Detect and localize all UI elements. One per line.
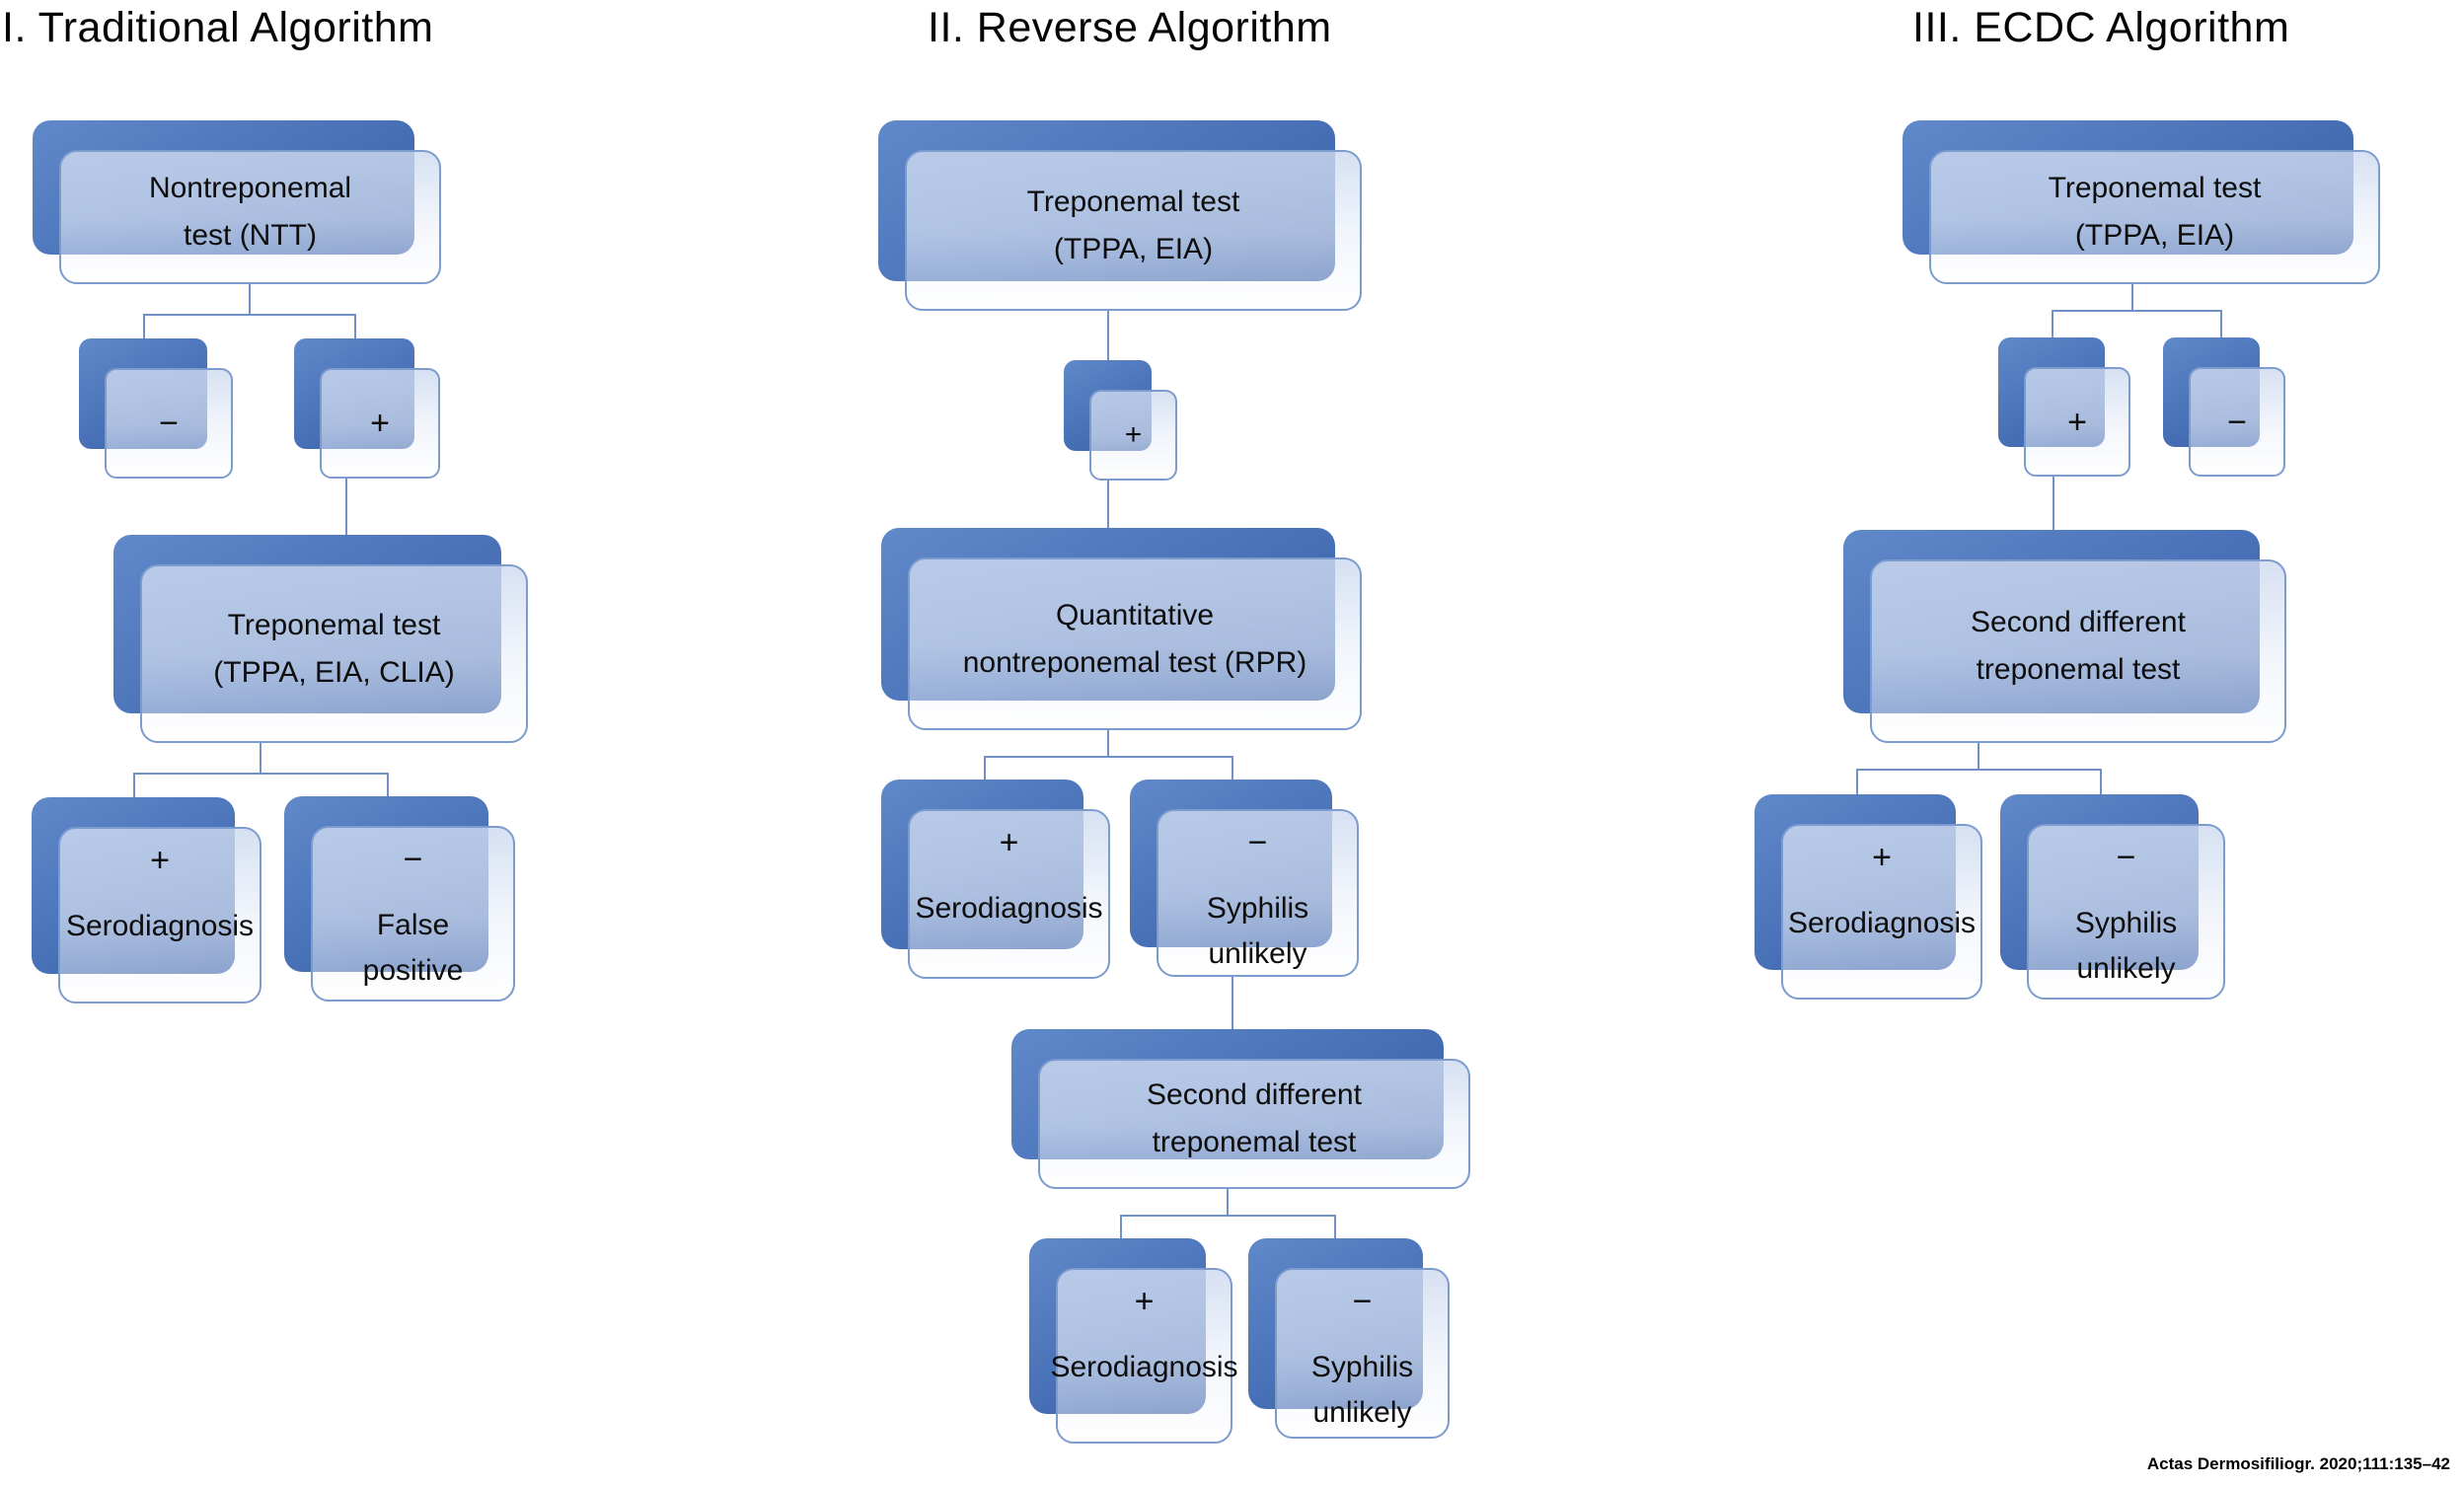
flow-connector <box>354 314 356 340</box>
node-label-line: unlikely <box>1208 937 1307 970</box>
node-serodiagnosis-1: + Serodiagnosis <box>32 797 261 1003</box>
node-label-line: Syphilis <box>2074 907 2178 939</box>
flow-connector <box>133 773 135 798</box>
node-treponemal-test-cli: Treponemal test (TPPA, EIA, CLIA) <box>113 535 528 743</box>
minus-sign: − <box>1247 824 1268 861</box>
node-label-line: (TPPA, EIA, CLIA) <box>213 655 455 689</box>
node-label-line: Second different <box>1971 606 2186 638</box>
node-label-line: Serodiagnosis <box>915 892 1103 925</box>
node-label-line: Syphilis <box>1310 1351 1414 1383</box>
node-syphilis-unlikely-4: − Syphilis unlikely <box>2000 794 2225 1000</box>
flow-connector <box>2052 310 2053 338</box>
flow-connector <box>984 756 986 780</box>
node-ntt-negative: − <box>79 338 233 479</box>
minus-sign: − <box>403 841 423 878</box>
flow-connector <box>1107 730 1109 757</box>
node-nontreponemal-test: Nontreponemal test (NTT) <box>33 120 441 284</box>
flow-connector <box>1978 743 1979 770</box>
plus-sign: + <box>150 842 170 879</box>
node-quantitative-nontreponemal: Quantitative nontreponemal test (RPR) <box>881 528 1362 730</box>
flow-connector <box>1334 1215 1336 1239</box>
flow-connector <box>2052 310 2222 312</box>
flow-connector <box>2053 477 2054 531</box>
node-serodiagnosis-2: + Serodiagnosis <box>881 780 1110 979</box>
node-label-line: Syphilis <box>1206 892 1309 925</box>
node-label-line: Quantitative <box>1055 598 1215 632</box>
flow-connector <box>1107 311 1109 361</box>
node-syphilis-unlikely-2: − Syphilis unlikely <box>1130 780 1359 977</box>
plus-sign: + <box>1134 1283 1155 1320</box>
minus-sign: − <box>159 405 179 442</box>
flow-connector <box>345 479 347 536</box>
node-ecdc-positive: + <box>1998 337 2130 477</box>
flow-connector <box>133 773 388 775</box>
plus-sign: + <box>1124 418 1143 451</box>
minus-sign: − <box>1352 1283 1373 1320</box>
node-label-line: Treponemal test <box>227 608 441 641</box>
flow-connector <box>260 743 261 774</box>
node-serodiagnosis-3: + Serodiagnosis <box>1029 1238 1238 1444</box>
flow-connector <box>1120 1215 1122 1239</box>
plus-sign: + <box>370 405 390 442</box>
flow-connector <box>143 314 145 340</box>
node-label-line: unlikely <box>1312 1396 1412 1429</box>
flow-connector <box>2131 284 2133 312</box>
node-false-positive: − False positive <box>284 796 515 1002</box>
node-label-line: Treponemal test <box>1026 185 1240 218</box>
title-reverse-algorithm: II. Reverse Algorithm <box>928 4 1332 51</box>
flow-connector <box>984 756 1233 758</box>
flow-connector <box>1120 1215 1336 1217</box>
plus-sign: + <box>1872 839 1892 876</box>
flow-connector <box>143 314 356 316</box>
node-label-line: Treponemal test <box>2048 172 2262 204</box>
flow-connector <box>387 773 389 798</box>
flow-connector <box>1227 1189 1229 1216</box>
plus-sign: + <box>999 824 1019 861</box>
node-label-line: test (NTT) <box>184 219 317 252</box>
flow-connector <box>1232 977 1233 1030</box>
node-label-line: Serodiagnosis <box>65 910 255 942</box>
node-label-line: (TPPA, EIA) <box>2074 219 2235 252</box>
node-label-line: treponemal test <box>1152 1126 1357 1158</box>
flow-connector <box>2100 769 2102 795</box>
node-ntt-positive: + <box>294 338 440 479</box>
node-label-line: positive <box>362 954 464 987</box>
flow-connector <box>2220 310 2222 338</box>
title-ecdc-algorithm: III. ECDC Algorithm <box>1912 4 2290 51</box>
journal-citation: Actas Dermosifiliogr. 2020;111:135–42 <box>2146 1454 2450 1473</box>
flow-connector <box>249 284 251 316</box>
node-label-line: (TPPA, EIA) <box>1053 232 1214 265</box>
flow-connector <box>1107 481 1109 529</box>
minus-sign: − <box>2116 839 2136 876</box>
flow-connector <box>1232 756 1233 780</box>
flow-connector <box>1856 769 2102 771</box>
node-label-line: Nontreponemal <box>148 172 352 204</box>
flow-connector <box>1856 769 1858 795</box>
title-traditional-algorithm: I. Traditional Algorithm <box>2 4 434 51</box>
node-label-line: Serodiagnosis <box>1787 907 1977 939</box>
node-second-treponemal-reverse: Second different treponemal test <box>1011 1029 1470 1189</box>
node-label-line: nontreponemal test (RPR) <box>962 645 1307 679</box>
node-label-line: False <box>376 909 450 941</box>
node-reverse-positive: + <box>1064 360 1177 481</box>
minus-sign: − <box>2227 403 2247 441</box>
node-treponemal-test-reverse: Treponemal test (TPPA, EIA) <box>878 120 1362 311</box>
node-syphilis-unlikely-3: − Syphilis unlikely <box>1248 1238 1450 1439</box>
node-serodiagnosis-4: + Serodiagnosis <box>1755 794 1982 1000</box>
node-label-line: Second different <box>1147 1078 1362 1111</box>
node-label-line: treponemal test <box>1976 653 2181 686</box>
plus-sign: + <box>2067 403 2087 441</box>
node-treponemal-test-ecdc: Treponemal test (TPPA, EIA) <box>1903 120 2380 284</box>
node-label-line: unlikely <box>2076 952 2176 985</box>
node-ecdc-negative: − <box>2163 337 2285 477</box>
node-label-line: Serodiagnosis <box>1050 1351 1238 1383</box>
node-second-treponemal-ecdc: Second different treponemal test <box>1843 530 2286 743</box>
